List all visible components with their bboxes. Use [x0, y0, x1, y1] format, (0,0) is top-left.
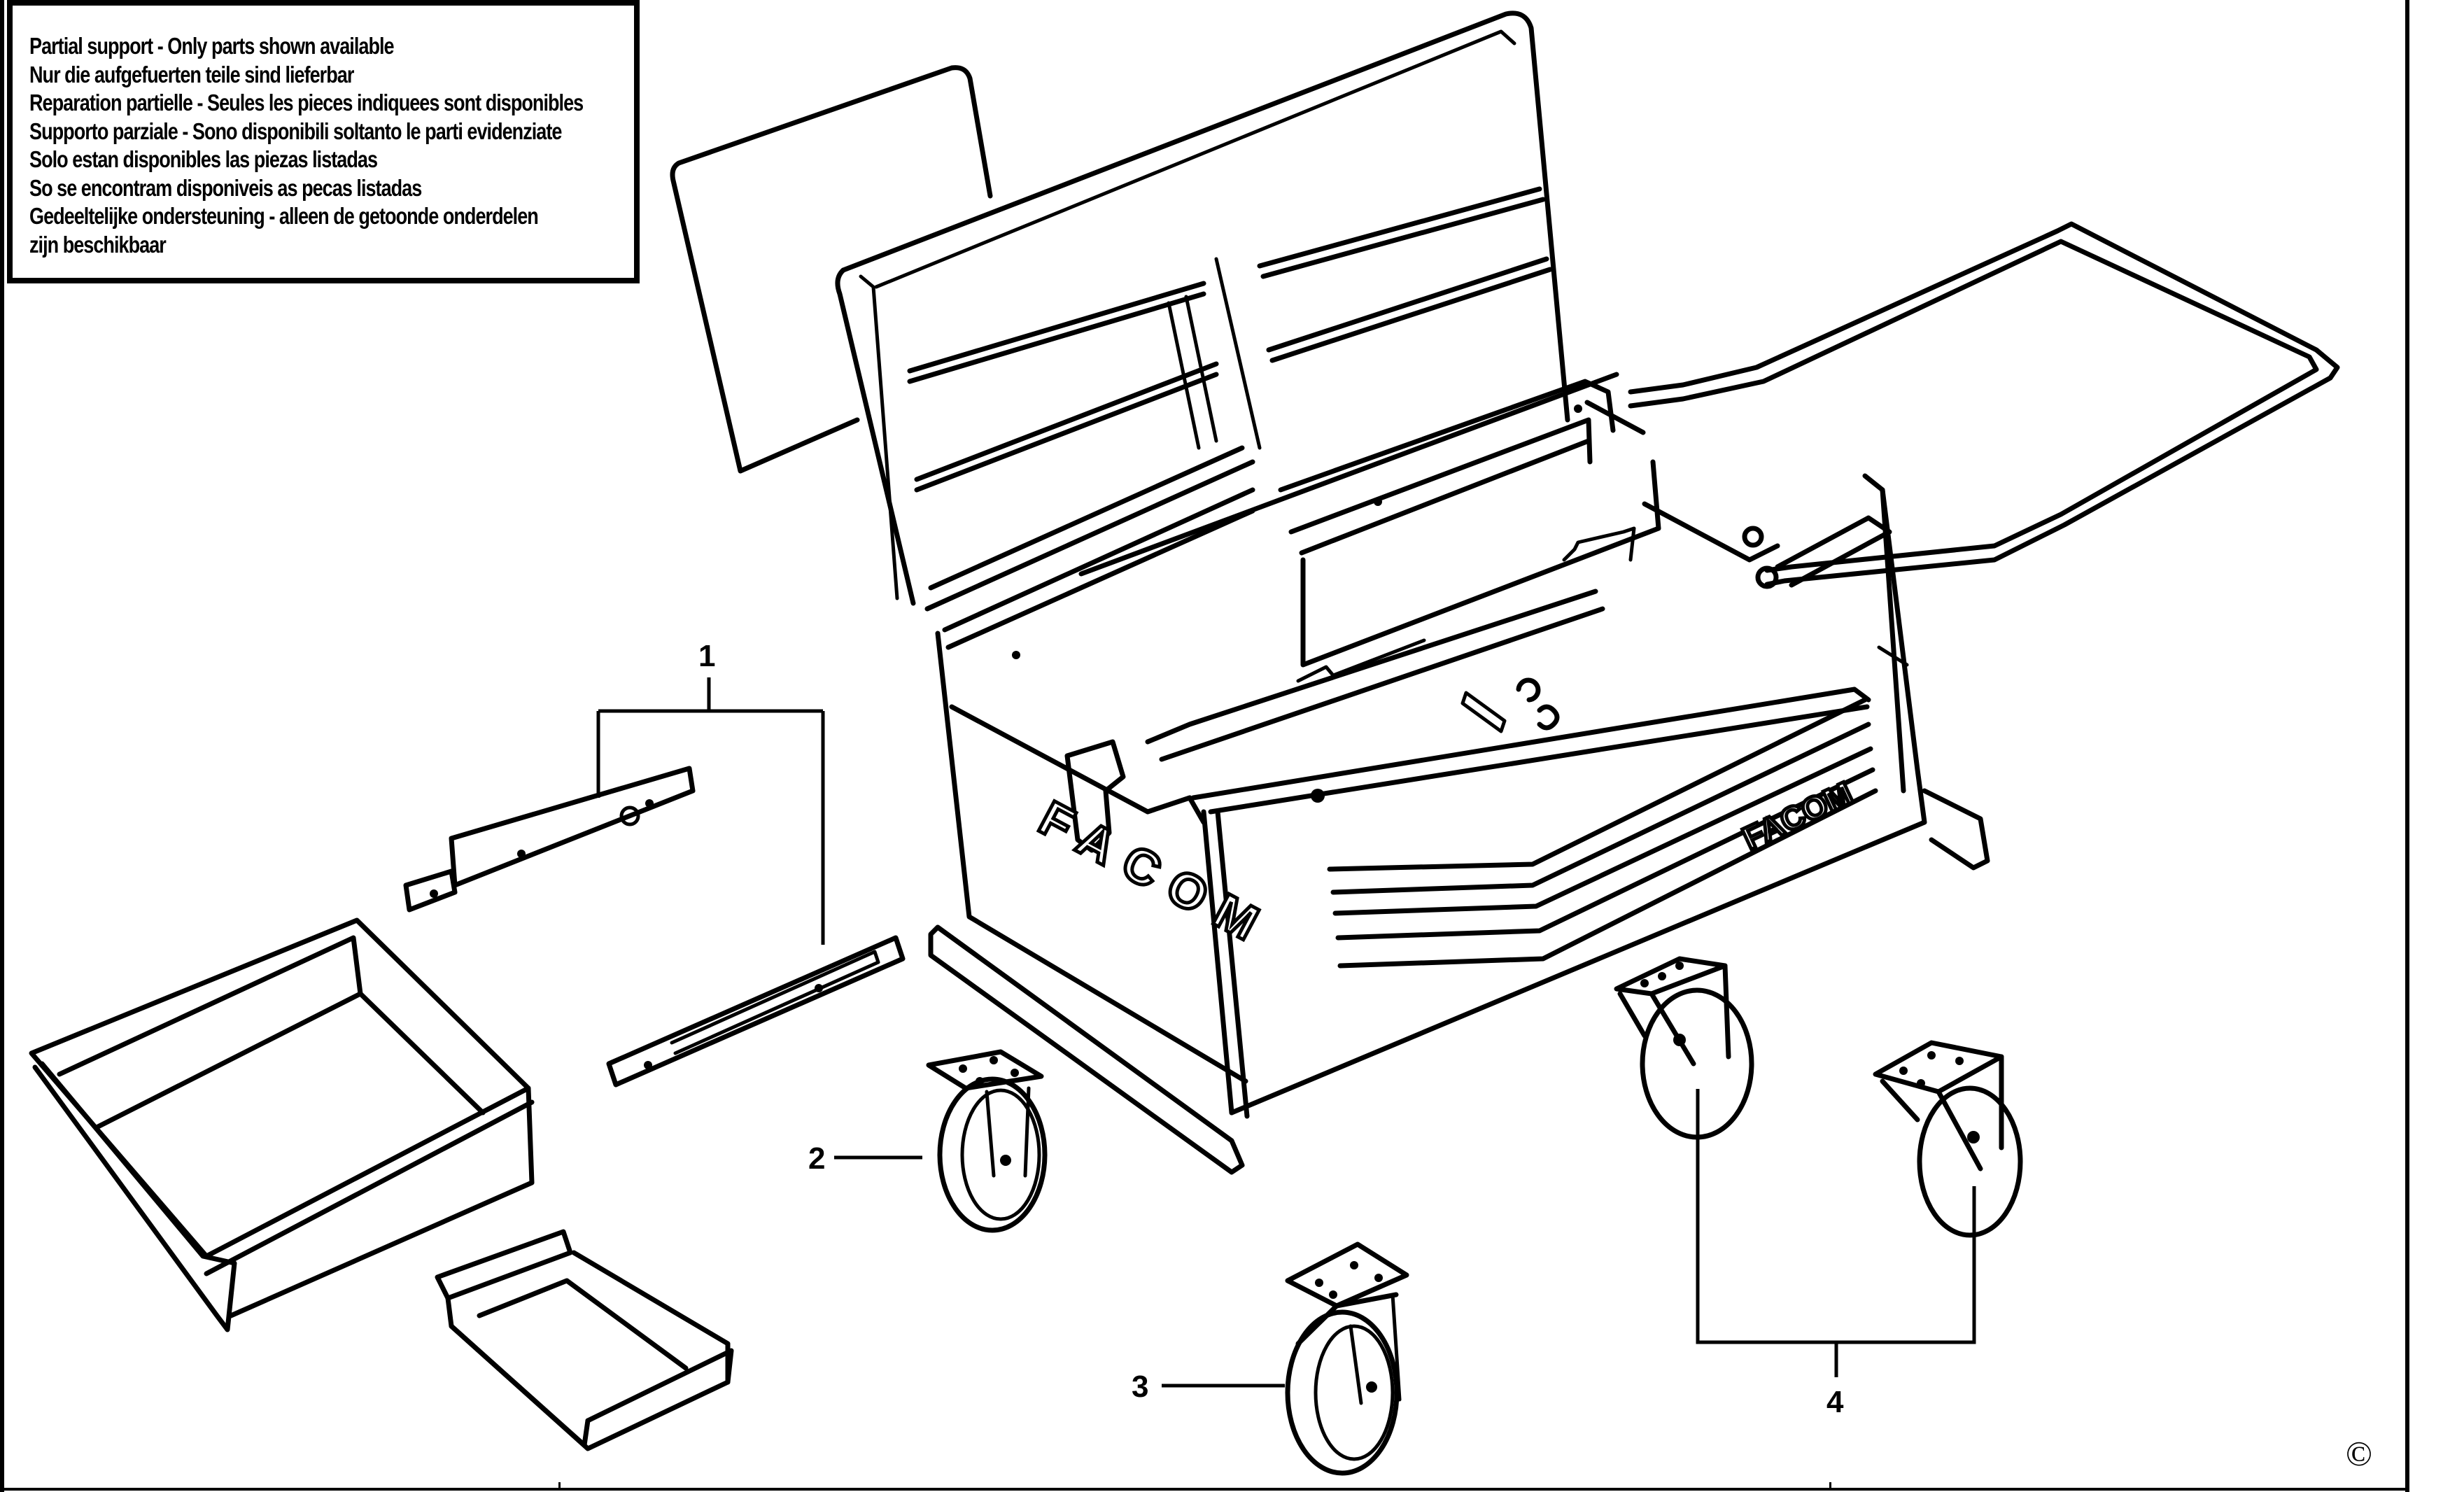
lid-panel-part	[670, 65, 993, 474]
slide-rail-upper	[403, 766, 696, 913]
callout-number-2: 2	[808, 1141, 826, 1176]
notice-line-pt: So se encontram disponiveis as pecas lis…	[29, 174, 422, 201]
notice-line-en: Partial support - Only parts shown avail…	[29, 33, 395, 59]
callout-4-leader	[1696, 1089, 1976, 1377]
tool-box-body	[935, 372, 1990, 1119]
caster-fixed-4b	[1873, 1040, 2023, 1238]
notice-line-it: Supporto parziale - Sono disponibili sol…	[29, 118, 562, 144]
copyright-icon: ©	[2346, 1434, 2372, 1473]
slide-rail-lower	[606, 935, 906, 1088]
notice-line-de: Nur die aufgefuerten teile sind lieferba…	[29, 61, 354, 87]
drawer-small	[435, 1229, 734, 1451]
drawer-large	[29, 917, 535, 1332]
callout-number-1: 1	[698, 639, 716, 673]
side-logo-text: FACOM	[1031, 790, 1281, 957]
notice-line-nl: Gedeeltelijke ondersteuning - alleen de …	[29, 203, 539, 229]
side-handle	[1628, 221, 2340, 667]
notice-line-fr: Reparation partielle - Seules les pieces…	[29, 90, 584, 115]
frame-bottom-border	[0, 1488, 2409, 1491]
caster-fixed-4a	[1614, 956, 1754, 1140]
frame-tick	[558, 1482, 561, 1491]
availability-notice: Partial support - Only parts shown avail…	[7, 0, 640, 283]
frame-left-border	[0, 0, 4, 1492]
frame-right-border	[2405, 0, 2409, 1492]
notice-lines: Partial support - Only parts shown avail…	[29, 32, 705, 259]
notice-line-es: Solo estan disponibles las piezas listad…	[29, 146, 378, 172]
rear-tray	[1012, 379, 1661, 668]
callout-number-3: 3	[1132, 1370, 1149, 1404]
caster-fixed-2	[926, 1049, 1048, 1233]
front-logo-text: FACOM	[1737, 775, 1858, 857]
caster-swivel-3	[1285, 1241, 1409, 1476]
lid-frame	[835, 10, 1570, 650]
frame-tick	[1829, 1482, 1831, 1491]
notice-line-nl-cont: zijn beschikbaar	[29, 231, 167, 258]
front-logo: FACOM	[1736, 773, 1860, 858]
callout-1-leader	[596, 677, 825, 945]
callout-number-4: 4	[1826, 1385, 1844, 1419]
side-logo: FACOM	[1029, 789, 1282, 959]
kick-plate	[928, 924, 1245, 1175]
